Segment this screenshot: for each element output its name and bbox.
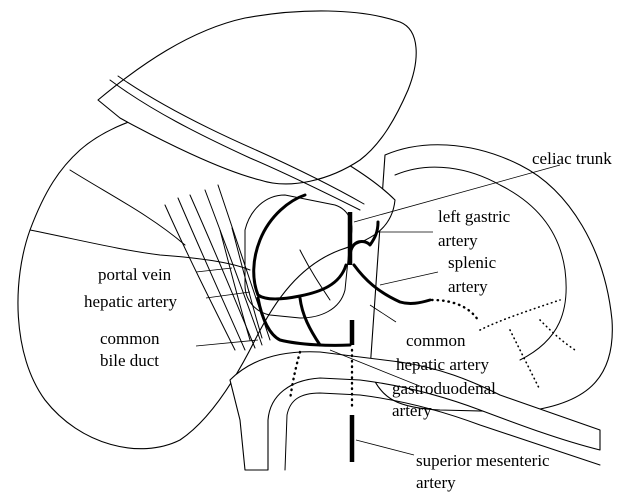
label-left-gastric-2: artery xyxy=(438,231,478,250)
label-gastroduodenal-2: artery xyxy=(392,401,432,420)
leader-sma xyxy=(356,440,414,455)
label-common-hepatic-2: hepatic artery xyxy=(396,355,489,374)
label-splenic-1: splenic xyxy=(448,253,497,272)
label-sma-1: superior mesenteric xyxy=(416,451,550,470)
label-gastroduodenal-1: gastroduodenal xyxy=(392,379,496,398)
label-common-bile-2: bile duct xyxy=(100,351,159,370)
label-hepatic-artery: hepatic artery xyxy=(84,292,177,311)
label-portal-vein: portal vein xyxy=(98,265,172,284)
label-splenic-2: artery xyxy=(448,277,488,296)
label-sma-2: artery xyxy=(416,473,456,492)
label-celiac-trunk: celiac trunk xyxy=(532,149,612,168)
label-left-gastric-1: left gastric xyxy=(438,207,511,226)
label-common-bile-1: common xyxy=(100,329,160,348)
gastroduodenal-vessel xyxy=(300,298,320,345)
label-common-hepatic-1: common xyxy=(406,331,466,350)
